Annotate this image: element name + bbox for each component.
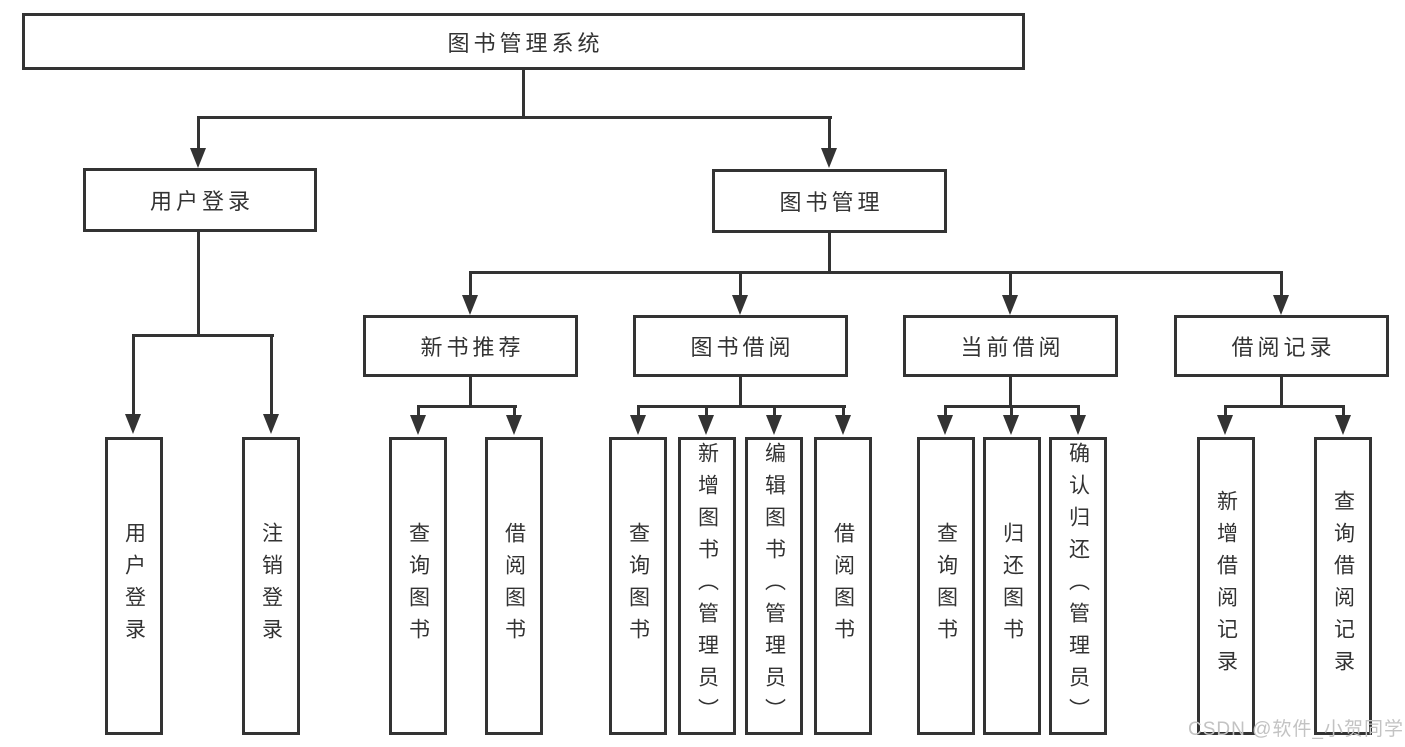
node-current-borrowing: 当前借阅 [903,315,1118,377]
node-root: 图书管理系统 [22,13,1025,70]
node-borrow-records: 借阅记录 [1174,315,1389,377]
connector-book-mgmt-stem [828,233,831,273]
arrow-down-icon [630,415,646,435]
arrow-down-icon [1003,415,1019,435]
connector-line [637,408,640,415]
connector-records-rail [1224,405,1345,408]
leaf-confirm-return-admin: 确认归还（管理员） [1049,437,1107,735]
arrow-down-icon [263,414,279,434]
connector-line [1224,408,1227,415]
leaf-query-books-2: 查询图书 [609,437,667,735]
connector-book-mgmt-rail [469,271,1283,274]
connector-line [1077,408,1080,415]
connector-line [270,337,273,414]
connector-line [1009,274,1012,295]
connector-line [1010,408,1013,415]
arrow-down-icon [821,148,837,168]
leaf-logout: 注销登录 [242,437,300,735]
connector-root-stem [522,70,525,118]
connector-line [417,408,420,415]
connector-line [739,274,742,295]
node-book-management: 图书管理 [712,169,947,233]
node-new-book-recommend: 新书推荐 [363,315,578,377]
connector-line [944,408,947,415]
leaf-borrow-books-2: 借阅图书 [814,437,872,735]
arrow-down-icon [1002,295,1018,315]
leaf-edit-books-admin: 编辑图书（管理员） [745,437,803,735]
connector-line [513,408,516,415]
leaf-add-borrow-record: 新增借阅记录 [1197,437,1255,735]
node-user-login: 用户登录 [83,168,317,232]
arrow-down-icon [125,414,141,434]
connector-line [842,408,845,415]
arrow-down-icon [1070,415,1086,435]
arrow-down-icon [1335,415,1351,435]
connector-recommend-rail [417,405,517,408]
arrow-down-icon [462,295,478,315]
connector-recommend-stem [469,377,472,407]
leaf-add-books-admin: 新增图书（管理员） [678,437,736,735]
connector-user-login-stem [197,232,200,336]
leaf-query-borrow-record: 查询借阅记录 [1314,437,1372,735]
node-book-borrowing: 图书借阅 [633,315,848,377]
arrow-down-icon [698,415,714,435]
connector-current-stem [1009,377,1012,407]
connector-borrowing-stem [739,377,742,407]
connector-line [828,118,831,148]
arrow-down-icon [410,415,426,435]
connector-line [705,408,708,415]
connector-borrowing-rail [637,405,846,408]
arrow-down-icon [835,415,851,435]
arrow-down-icon [766,415,782,435]
connector-current-rail [944,405,1080,408]
watermark: CSDN @软件_小贺同学 [1188,719,1404,740]
leaf-user-login: 用户登录 [105,437,163,735]
leaf-query-books-1: 查询图书 [389,437,447,735]
connector-line [197,118,200,148]
connector-line [1342,408,1345,415]
connector-records-stem [1280,377,1283,407]
arrow-down-icon [732,295,748,315]
arrow-down-icon [1273,295,1289,315]
connector-user-login-rail [132,334,274,337]
arrow-down-icon [506,415,522,435]
arrow-down-icon [190,148,206,168]
connector-line [1280,274,1283,295]
leaf-borrow-books-1: 借阅图书 [485,437,543,735]
leaf-return-books: 归还图书 [983,437,1041,735]
leaf-query-books-3: 查询图书 [917,437,975,735]
arrow-down-icon [1217,415,1233,435]
connector-root-rail [197,116,832,119]
connector-line [773,408,776,415]
connector-line [469,274,472,295]
arrow-down-icon [937,415,953,435]
connector-line [132,337,135,414]
